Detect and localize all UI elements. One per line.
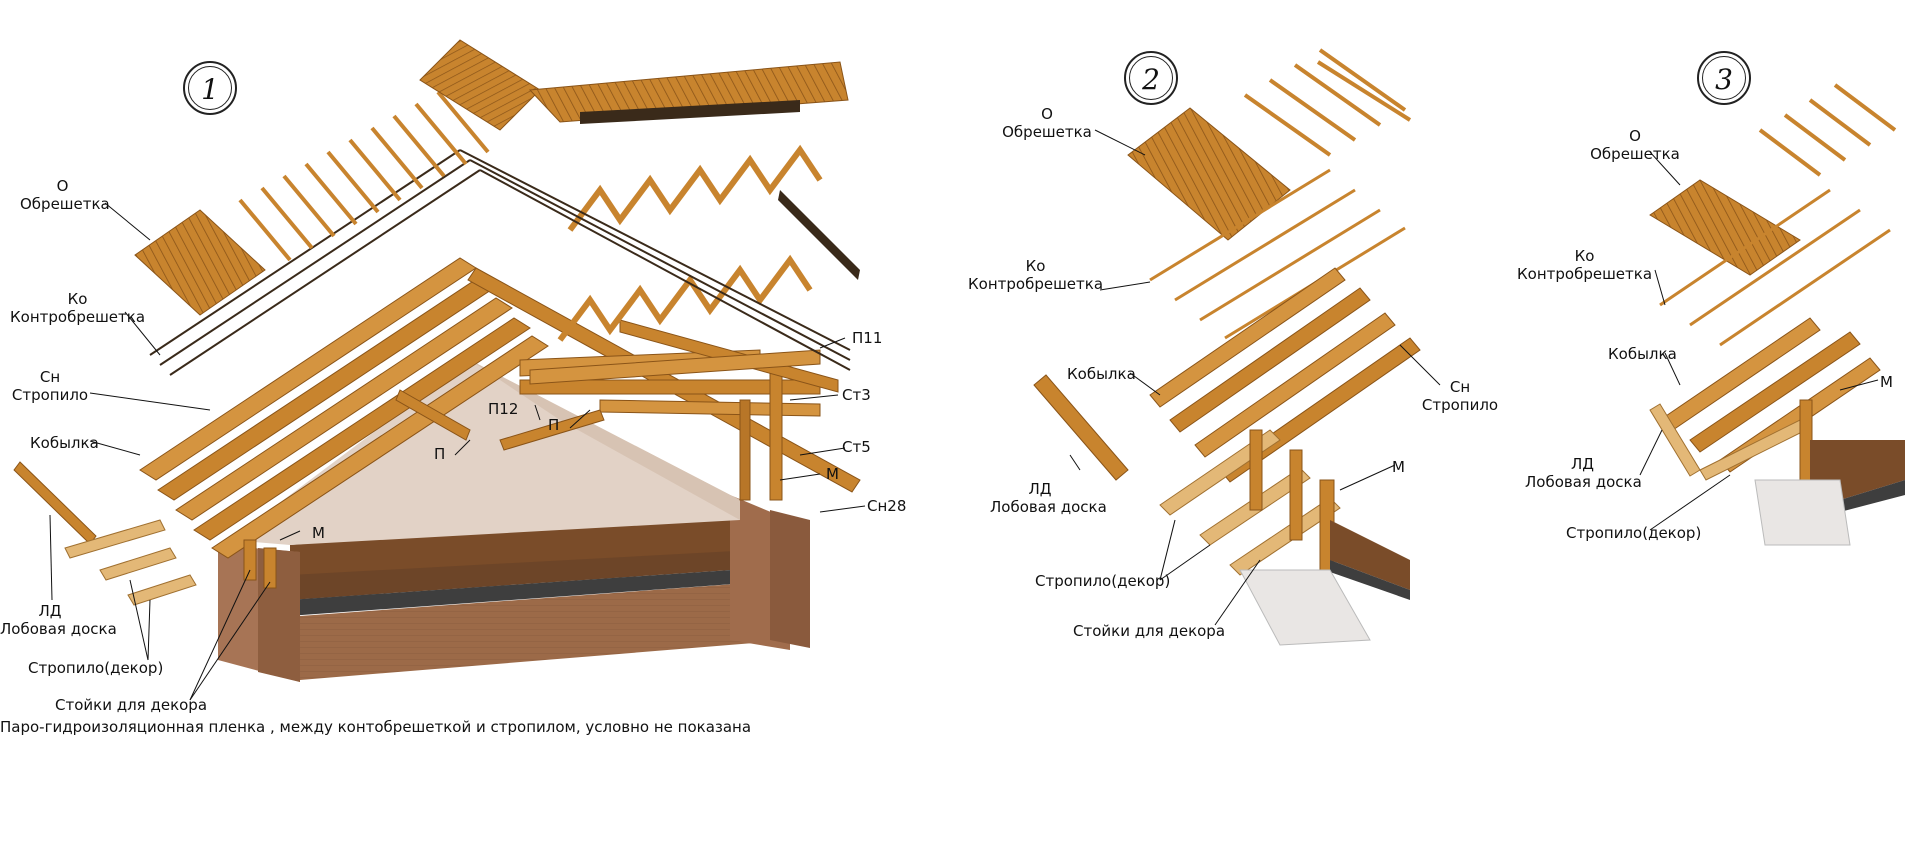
sheathing-sample-2	[1127, 107, 1291, 241]
diagram-1-drawing	[13, 39, 866, 701]
d3-ld-name: Лобовая доска	[1525, 473, 1642, 491]
d2-sn-name: Стропило	[1421, 396, 1499, 414]
d3-ld-code: ЛД	[1571, 455, 1594, 473]
diagram-2-drawing	[1033, 48, 1441, 646]
d2-label-m: М	[1392, 458, 1405, 476]
sheathing-sample-1	[134, 209, 266, 316]
d3-label-m: М	[1880, 373, 1893, 391]
d1-ld-name: Лобовая доска	[0, 620, 117, 638]
d2-o-code: О	[1041, 105, 1053, 123]
footnote: Паро-гидроизоляционная пленка , между ко…	[0, 718, 752, 736]
diagram-2-number-circle: 2	[1124, 51, 1178, 105]
ridge-decking-right	[528, 61, 849, 123]
d2-label-kobylka: Кобылка	[1067, 365, 1136, 383]
ridge-dark-strip	[580, 100, 800, 124]
d3-ko-code: Ко	[1574, 247, 1595, 265]
d1-label-o: О Обрешетка	[20, 177, 110, 213]
d2-label-ko: Ко Контробрешетка	[968, 257, 1103, 293]
d2-ko-code: Ко	[1025, 257, 1046, 275]
ridge-decking-left	[419, 39, 541, 131]
wall-slab-3	[1840, 480, 1905, 512]
battens-2	[1243, 48, 1412, 157]
fascia-board-2	[1033, 374, 1129, 481]
floor-board	[290, 520, 790, 575]
d3-label-ld: ЛД Лобовая доска	[1525, 455, 1642, 491]
diagram-3-number-circle: 3	[1697, 51, 1751, 105]
front-wall	[300, 580, 790, 680]
d1-label-kobylka: Кобылка	[30, 434, 99, 452]
d1-label-p-1: П	[548, 416, 560, 434]
d3-label-kobylka: Кобылка	[1608, 345, 1677, 363]
gable-shade	[470, 360, 740, 520]
right-wall-front	[770, 510, 810, 648]
d1-label-sn: Сн Стропило	[10, 368, 90, 404]
d3-label-ko: Ко Контробрешетка	[1517, 247, 1652, 283]
d1-label-p11: П11	[852, 329, 883, 347]
d2-label-ld: ЛД Лобовая доска	[990, 480, 1107, 516]
glass-block-2	[1239, 569, 1371, 646]
right-slope-dark	[778, 190, 860, 280]
gable-wall	[230, 360, 740, 545]
battens	[238, 90, 490, 262]
d2-ld-name: Лобовая доска	[990, 498, 1107, 516]
d2-label-decor-posts: Стойки для декора	[1073, 622, 1226, 640]
leaders-1	[49, 202, 866, 701]
fascia-board-1	[13, 461, 97, 545]
d1-label-decor-rafter: Стропило(декор)	[28, 659, 164, 677]
glass-block-3	[1754, 479, 1851, 546]
d2-label-o: О Обрешетка	[1002, 105, 1092, 141]
d1-label-p-2: П	[434, 445, 446, 463]
diagram-1-number: 1	[201, 73, 219, 106]
concrete-band	[288, 566, 790, 616]
d1-o-name: Обрешетка	[20, 195, 110, 213]
d1-ko-code: Ко	[67, 290, 88, 308]
leaders-2	[1069, 129, 1441, 626]
d1-label-st5: Ст5	[842, 438, 871, 456]
d1-sn-name: Стропило	[11, 386, 89, 404]
d1-sn-code: Сн	[39, 368, 61, 386]
d3-ko-name: Контробрешетка	[1517, 265, 1653, 283]
d2-o-name: Обрешетка	[1002, 123, 1092, 141]
d3-label-decor-rafter: Стропило(декор)	[1566, 524, 1702, 542]
d3-o-name: Обрешетка	[1590, 145, 1680, 163]
leaders-3	[1639, 151, 1879, 531]
diagram-2-number: 2	[1142, 63, 1160, 96]
wall-block-2	[1330, 520, 1410, 590]
d1-label-m-left: М	[312, 524, 325, 542]
beams	[395, 349, 821, 451]
d1-o-code: О	[56, 177, 69, 195]
d2-label-decor-rafter: Стропило(декор)	[1035, 572, 1171, 590]
d2-ko-name: Контробрешетка	[968, 275, 1104, 293]
d1-label-ld: ЛД Лобовая доска	[0, 602, 117, 638]
counter-battens	[149, 149, 851, 376]
rafters-left	[139, 257, 549, 559]
d1-label-sn28: Сн28	[867, 497, 907, 515]
decor-rafters-1	[64, 519, 197, 606]
diagram-3-number: 3	[1715, 63, 1733, 96]
d1-label-p12: П12	[488, 400, 519, 418]
d1-label-m-right: М	[826, 465, 839, 483]
d1-label-st3: Ст3	[842, 386, 871, 404]
trusses	[557, 144, 823, 342]
decor-posts-1	[243, 539, 277, 589]
d2-label-sn: Сн Стропило	[1420, 378, 1500, 414]
counter-battens-3	[1659, 188, 1891, 347]
d1-ko-name: Контробрешетка	[10, 308, 146, 326]
wall-slab-2	[1330, 560, 1410, 600]
d3-label-o: О Обрешетка	[1590, 127, 1680, 163]
battens-3	[1758, 83, 1897, 177]
rafters-2	[1149, 267, 1421, 483]
d3-o-code: О	[1629, 127, 1641, 145]
d1-label-decor-posts: Стойки для декора	[55, 696, 208, 714]
d1-label-ko: Ко Контробрешетка	[10, 290, 145, 326]
diagram-1-number-circle: 1	[183, 61, 237, 115]
diagram-3-drawing	[1639, 83, 1905, 546]
d2-sn-code: Сн	[1449, 378, 1471, 396]
d2-ld-code: ЛД	[1028, 480, 1052, 498]
d1-ld-code: ЛД	[38, 602, 62, 620]
sheathing-sample-3	[1649, 179, 1801, 276]
